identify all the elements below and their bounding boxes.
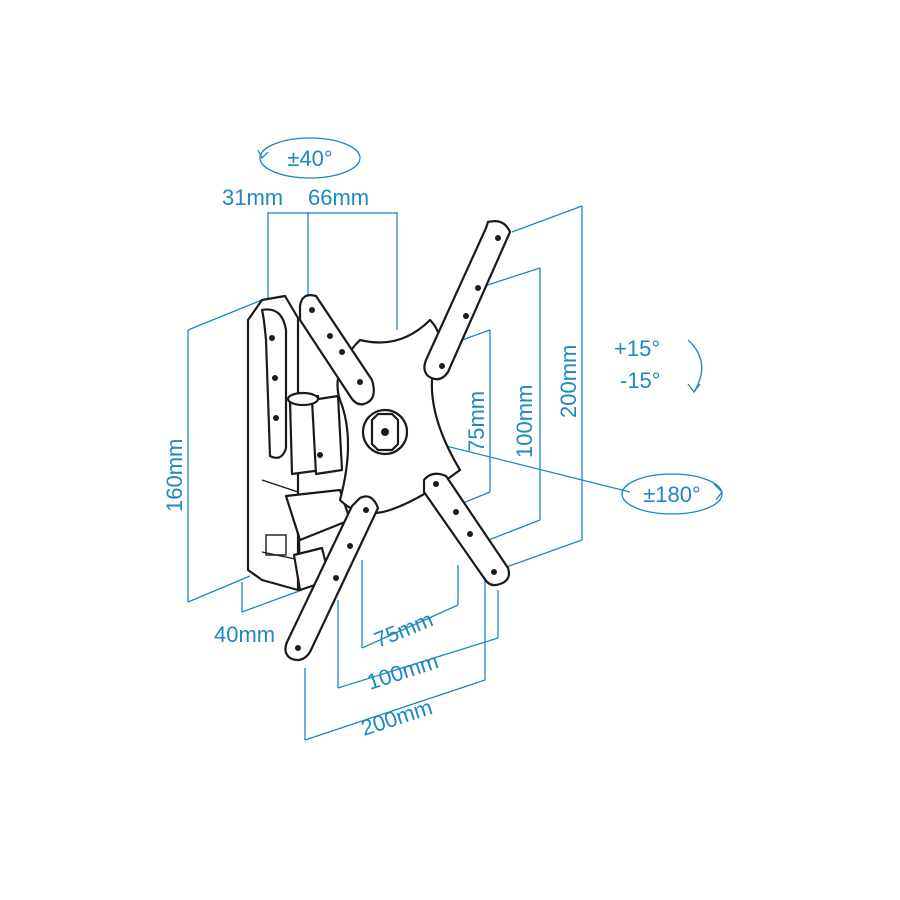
rotation-label: ±180° — [643, 482, 701, 507]
vesa-horizontal-100-label: 100mm — [364, 648, 441, 694]
vesa-arm-bottom-right — [422, 472, 511, 587]
vesa-horizontal-75-label: 75mm — [371, 607, 437, 653]
swivel-angle-label: ±40° — [287, 146, 332, 171]
vesa-horizontal-200-label: 200mm — [358, 694, 435, 740]
swivel-ellipse-icon — [257, 137, 361, 179]
vesa-arm-top-left — [298, 294, 375, 406]
vesa-arm-bottom-left — [284, 495, 380, 662]
tilt-down-label: -15° — [620, 368, 661, 393]
swivel-arm — [284, 391, 352, 592]
wall-plate-width-label: 40mm — [214, 622, 275, 647]
vesa-vertical-200-label: 200mm — [556, 345, 581, 418]
vesa-arm-top-right — [423, 220, 512, 381]
wall-plate-height-label: 160mm — [162, 439, 187, 512]
depth-min-label: 31mm — [222, 185, 283, 210]
vesa-vertical-100-label: 100mm — [512, 385, 537, 458]
vesa-vertical-75-label: 75mm — [464, 391, 489, 452]
rotation-ellipse-icon — [621, 473, 723, 515]
depth-max-label: 66mm — [308, 185, 369, 210]
curved-arrow-icon — [687, 339, 703, 394]
wall-plate — [246, 294, 301, 592]
tilt-up-label: +15° — [614, 336, 660, 361]
